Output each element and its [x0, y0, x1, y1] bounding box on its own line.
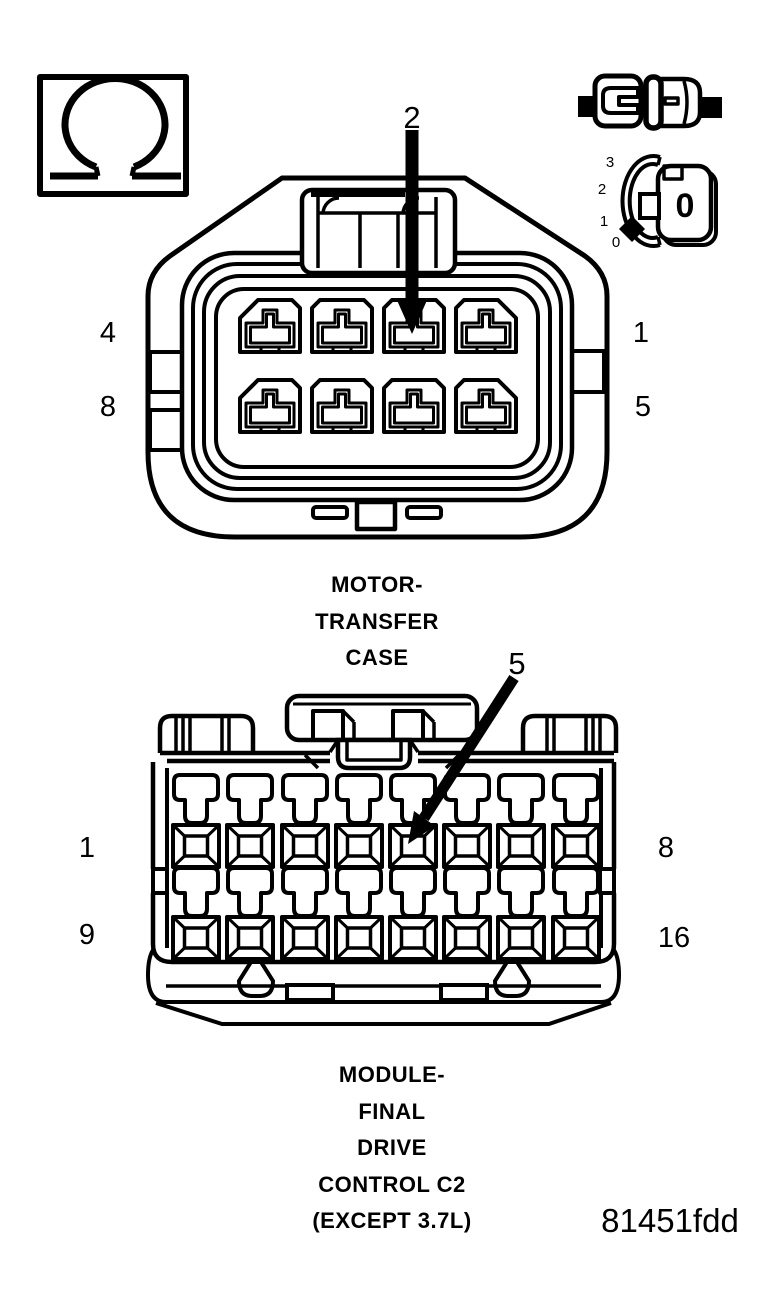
- caption-line: MOTOR-: [331, 572, 423, 597]
- bottom-connector-caption: MODULE- FINAL DRIVE CONTROL C2 (EXCEPT 3…: [242, 1057, 542, 1240]
- key-position-icon: 3 2 1 0 0: [598, 154, 718, 251]
- pin-label-8: 8: [657, 832, 675, 864]
- pin-label-16: 16: [657, 922, 691, 954]
- callout-label-pin5: 5: [508, 646, 526, 681]
- corner-block-right: [520, 713, 619, 753]
- callout-label-pin2: 2: [403, 100, 421, 135]
- connector-latch: [284, 693, 480, 771]
- callout-arrow-pin5: [408, 675, 519, 844]
- key-face-label: 0: [676, 187, 695, 225]
- caption-line: (EXCEPT 3.7L): [312, 1208, 472, 1233]
- top-connector-caption: MOTOR- TRANSFER CASE: [227, 567, 527, 677]
- pin-label-1: 1: [78, 832, 96, 864]
- final-drive-module-connector-drawing: [146, 675, 621, 1026]
- disconnect-connector-icon: [578, 73, 722, 131]
- shell-tab-left-1: [148, 350, 184, 394]
- pin-label-4: 4: [99, 317, 117, 349]
- key-pos-3: 3: [606, 154, 614, 171]
- ohmmeter-icon: [37, 74, 189, 197]
- side-notch-right: [598, 867, 616, 895]
- shell-tab-left-2: [148, 408, 184, 452]
- connector-latch: [299, 187, 458, 276]
- key-pos-0: 0: [612, 234, 620, 251]
- caption-line: DRIVE: [357, 1135, 427, 1160]
- caption-line: FINAL: [358, 1098, 426, 1124]
- pin-label-8: 8: [99, 391, 117, 423]
- shell-tab-right: [570, 349, 606, 394]
- caption-line: MODULE-: [338, 1062, 446, 1087]
- terminal-grid: [171, 773, 601, 961]
- caption-line: CASE: [345, 645, 409, 670]
- key-pos-2: 2: [598, 181, 606, 198]
- connector-base: [146, 948, 621, 1026]
- callout-arrow-pin2: [396, 130, 428, 334]
- connector-body: [150, 750, 617, 965]
- caption-line: CONTROL C2: [318, 1171, 466, 1197]
- pin-label-1: 1: [632, 317, 650, 349]
- key-pos-1: 1: [600, 213, 608, 230]
- terminal-cavities: [238, 298, 518, 434]
- pin-label-5: 5: [634, 391, 652, 423]
- transfer-case-connector-drawing: [145, 130, 610, 540]
- pin-label-9: 9: [78, 919, 96, 951]
- side-notch-left: [151, 867, 169, 895]
- corner-block-left: [157, 713, 256, 753]
- caption-line: TRANSFER: [315, 608, 439, 634]
- figure-id: 81451fdd: [601, 1202, 739, 1239]
